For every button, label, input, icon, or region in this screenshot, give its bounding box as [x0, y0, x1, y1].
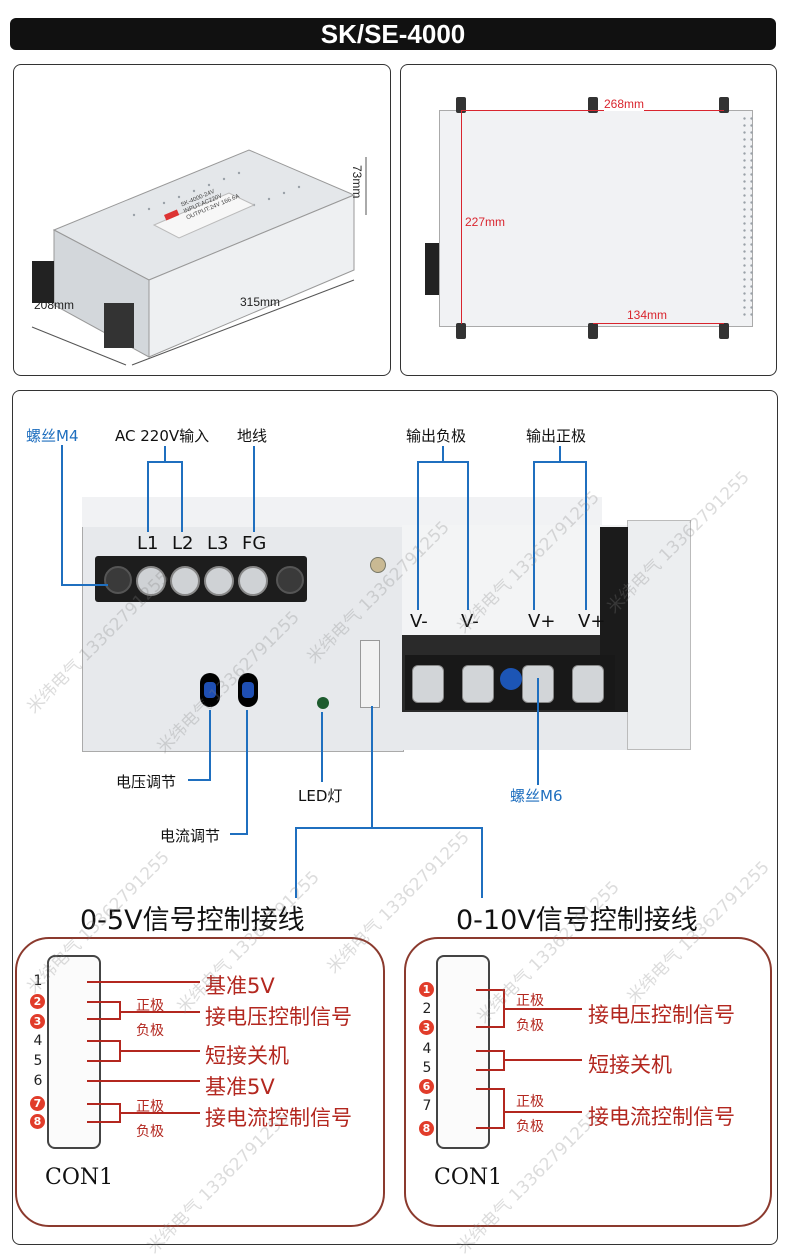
terminal-screw-l1	[136, 566, 166, 596]
output-label-v-plus-1: V+	[528, 611, 556, 632]
terminal-screw-m4	[104, 566, 132, 594]
output-label-v-minus-2: V-	[461, 611, 479, 632]
output-cap	[500, 668, 522, 690]
mount-tab	[456, 97, 466, 113]
pin-left-4: 4	[33, 1033, 43, 1049]
polarity-right-positive-1: 正极	[516, 993, 544, 1009]
mount-tab	[456, 323, 466, 339]
wiring-right-box	[404, 937, 772, 1227]
label-voltage-adjust: 电压调节	[116, 773, 177, 791]
polarity-left-positive-2: 正极	[136, 1099, 164, 1115]
pin-left-3: 3	[30, 1014, 45, 1029]
terminal-block-side	[425, 243, 439, 295]
psu-side-vent	[741, 115, 753, 320]
pin-left-6: 6	[33, 1073, 43, 1089]
dimension-top-label: 268mm	[604, 97, 645, 111]
output-label-v-plus-2: V+	[578, 611, 606, 632]
photo-panel-right: 268mm 227mm 134mm	[400, 64, 777, 376]
dimension-line-bottom	[593, 323, 724, 324]
voltage-pot-knob	[204, 682, 216, 698]
pin-right-8: 8	[419, 1121, 434, 1136]
label-led: LED灯	[298, 787, 343, 805]
dimension-length: 315mm	[240, 295, 281, 309]
wiring-left-box	[15, 937, 385, 1227]
label-output-negative: 输出负极	[406, 427, 467, 445]
terminal-screw-l2	[170, 566, 200, 596]
polarity-right-negative-2: 负极	[516, 1119, 544, 1135]
terminal-label-l3: L3	[207, 533, 229, 554]
label-current-adjust: 电流调节	[160, 827, 221, 845]
wiring-right-lines	[476, 989, 582, 1129]
pin-right-7: 7	[422, 1098, 432, 1114]
mount-tab	[719, 323, 729, 339]
label-output-positive: 输出正极	[526, 427, 587, 445]
signal-left-current-ctrl: 接电流控制信号	[205, 1106, 352, 1130]
label-screw-m6: 螺丝M6	[510, 787, 563, 805]
pin-left-2: 2	[30, 994, 45, 1009]
output-label-v-minus-1: V-	[410, 611, 428, 632]
polarity-left-positive-1: 正极	[136, 998, 164, 1014]
output-screw-1	[412, 665, 444, 703]
polarity-right-negative-1: 负极	[516, 1018, 544, 1034]
polarity-right-positive-2: 正极	[516, 1094, 544, 1110]
pin-left-7: 7	[30, 1096, 45, 1111]
mount-tab	[588, 323, 598, 339]
con1-right-label: CON1	[434, 1165, 503, 1190]
signal-left-shutdown: 短接关机	[205, 1044, 289, 1068]
dimension-bottom-label: 134mm	[627, 308, 668, 322]
psu-isometric-illustration	[31, 149, 367, 366]
photo-panel-left: SK-4000-24V INPUT:AC220V OUTPUT:24V 166.…	[13, 64, 391, 376]
pin-right-1: 1	[419, 982, 434, 997]
con1-connector-photo	[360, 640, 380, 708]
page-title: SK/SE-4000	[10, 18, 776, 50]
label-ground: 地线	[237, 427, 268, 445]
signal-left-voltage-ctrl: 接电压控制信号	[205, 1005, 352, 1029]
terminal-label-l1: L1	[137, 533, 159, 554]
psu-top-edge	[82, 497, 602, 527]
label-ac-input: AC 220V输入	[115, 427, 210, 445]
pin-right-2: 2	[422, 1001, 432, 1017]
mount-tab	[588, 97, 598, 113]
terminal-label-l2: L2	[172, 533, 194, 554]
psu-lower-face	[402, 712, 627, 750]
dimension-height: 73mm	[350, 165, 364, 199]
pin-left-1: 1	[33, 973, 43, 989]
dimension-line-side	[461, 110, 462, 324]
pin-right-6: 6	[419, 1079, 434, 1094]
terminal-screw-end	[276, 566, 304, 594]
signal-left-ref5v-2: 基准5V	[205, 1075, 275, 1099]
dimension-side-label: 227mm	[465, 215, 506, 229]
dimension-line-top	[461, 110, 724, 111]
wiring-right-heading: 0-10V信号控制接线	[456, 905, 698, 936]
signal-right-current-ctrl: 接电流控制信号	[588, 1105, 735, 1129]
signal-right-shutdown: 短接关机	[588, 1053, 672, 1077]
polarity-left-negative-2: 负极	[136, 1124, 164, 1140]
output-screw-4	[572, 665, 604, 703]
polarity-left-negative-1: 负极	[136, 1023, 164, 1039]
pin-left-8: 8	[30, 1114, 45, 1129]
led-indicator	[317, 697, 329, 709]
con1-left-connector	[47, 955, 101, 1149]
terminal-screw-fg	[238, 566, 268, 596]
ground-screw	[370, 557, 386, 573]
signal-right-voltage-ctrl: 接电压控制信号	[588, 1003, 735, 1027]
dimension-width: 208mm	[34, 298, 75, 312]
terminal-label-fg: FG	[242, 533, 267, 554]
wiring-left-heading: 0-5V信号控制接线	[80, 905, 305, 936]
pin-right-5: 5	[422, 1060, 432, 1076]
output-screw-3	[522, 665, 554, 703]
con1-left-label: CON1	[45, 1165, 114, 1190]
label-screw-m4: 螺丝M4	[26, 427, 79, 445]
mount-tab	[719, 97, 729, 113]
pin-right-3: 3	[419, 1020, 434, 1035]
output-screw-2	[462, 665, 494, 703]
pin-right-4: 4	[422, 1041, 432, 1057]
terminal-screw-l3	[204, 566, 234, 596]
pin-left-5: 5	[33, 1053, 43, 1069]
wiring-left-lines	[87, 981, 200, 1123]
current-pot-knob	[242, 682, 254, 698]
signal-left-ref5v-1: 基准5V	[205, 974, 275, 998]
